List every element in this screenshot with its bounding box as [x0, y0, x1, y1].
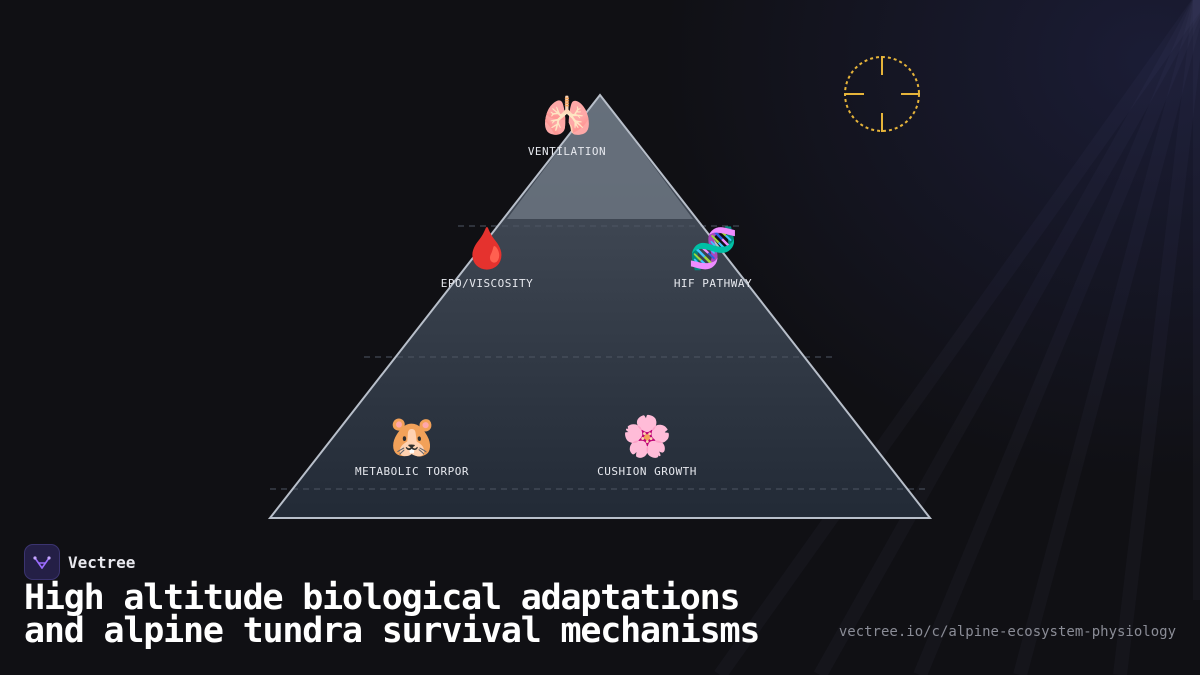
node-label: HIF PATHWAY	[673, 277, 753, 290]
dna-icon: 🧬	[688, 226, 738, 272]
brand-name: Vectree	[68, 552, 136, 572]
node-metabolic-torpor: 🐹 METABOLIC TORPOR	[312, 413, 512, 478]
lungs-icon: 🫁	[542, 94, 592, 140]
node-label: CUSHION GROWTH	[597, 465, 697, 478]
flower-icon: 🌸	[622, 414, 672, 460]
source-url[interactable]: vectree.io/c/alpine-ecosystem-physiology	[838, 624, 1176, 640]
node-hif-pathway: 🧬 HIF PATHWAY	[613, 225, 813, 290]
pyramid-outline	[267, 93, 933, 519]
node-epo-viscosity: 🩸 EPO/VISCOSITY	[387, 225, 587, 290]
hamster-icon: 🐹	[387, 414, 437, 460]
title-line-1: High altitude biological adaptations	[24, 578, 741, 618]
vectree-logo-icon	[24, 544, 60, 580]
node-cushion-growth: 🌸 CUSHION GROWTH	[547, 413, 747, 478]
node-label: VENTILATION	[527, 145, 607, 158]
blood-drop-icon: 🩸	[462, 226, 512, 272]
node-ventilation: 🫁 VENTILATION	[467, 93, 667, 158]
node-label: EPO/VISCOSITY	[440, 277, 534, 290]
crosshair-icon	[844, 56, 920, 132]
node-label: METABOLIC TORPOR	[355, 465, 469, 478]
pyramid-body	[270, 95, 930, 518]
title-line-2: and alpine tundra survival mechanisms	[24, 611, 760, 651]
brand[interactable]: Vectree	[24, 544, 135, 580]
page-title: High altitude biological adaptations and…	[24, 581, 844, 651]
pyramid-apex-tier	[507, 95, 693, 219]
